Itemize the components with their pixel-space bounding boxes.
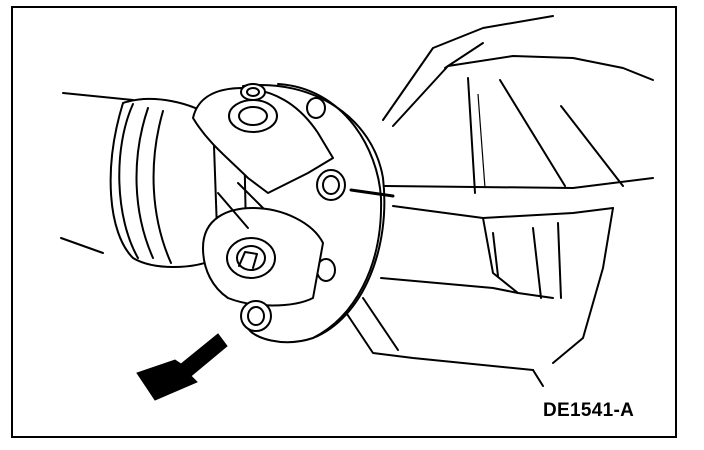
driveshaft-tube (60, 92, 219, 268)
driveshaft-illustration (60, 15, 654, 401)
bolt-bottom (240, 300, 272, 332)
bolt-right (316, 169, 346, 201)
rear-axle-housing (342, 15, 654, 387)
flange-bolts (240, 83, 346, 332)
bolt-top (240, 83, 266, 101)
figure-frame: DE1541-A (11, 6, 677, 438)
alignment-mark (349, 188, 395, 198)
figure-label: DE1541-A (543, 400, 635, 421)
pointer-arrow (136, 333, 228, 401)
universal-joint (192, 87, 334, 307)
